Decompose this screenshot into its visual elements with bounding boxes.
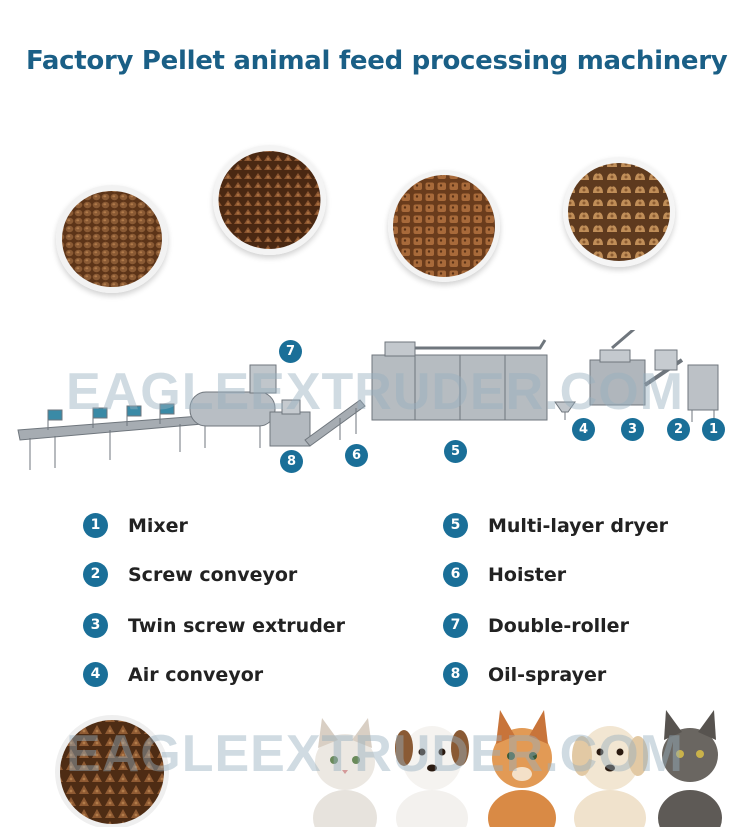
machine-badge-2: 2 bbox=[667, 418, 690, 441]
legend-number: 6 bbox=[443, 562, 468, 587]
legend-number: 3 bbox=[83, 613, 108, 638]
legend-number: 4 bbox=[83, 662, 108, 687]
legend-label: Screw conveyor bbox=[128, 563, 298, 586]
watermark: EAGLEEXTRUDER.COM bbox=[66, 725, 684, 783]
pellet-bowl-icon bbox=[55, 715, 169, 827]
legend-label: Oil-sprayer bbox=[488, 663, 607, 686]
legend-item: 6 Hoister bbox=[443, 562, 566, 587]
puppy-icon bbox=[395, 726, 469, 827]
legend-label: Air conveyor bbox=[128, 663, 264, 686]
legend-item: 2 Screw conveyor bbox=[83, 562, 297, 587]
legend-label: Mixer bbox=[128, 514, 188, 537]
legend-item: 3 Twin screw extruder bbox=[83, 613, 345, 638]
animals-illustration bbox=[55, 710, 722, 827]
legend-label: Double-roller bbox=[488, 614, 629, 637]
legend-item: 5 Multi-layer dryer bbox=[443, 513, 668, 538]
legend-label: Multi-layer dryer bbox=[488, 514, 669, 537]
cat-icon bbox=[313, 718, 377, 827]
legend-item: 1 Mixer bbox=[83, 513, 188, 538]
machine-badge-5: 5 bbox=[444, 440, 467, 463]
machine-badge-1: 1 bbox=[702, 418, 725, 441]
pellet-bowl-icon bbox=[56, 185, 168, 293]
watermark: EAGLEEXTRUDER.COM bbox=[66, 363, 684, 421]
legend-number: 5 bbox=[443, 513, 468, 538]
legend-number: 2 bbox=[83, 562, 108, 587]
cat-icon bbox=[658, 710, 722, 827]
machine-badge-7: 7 bbox=[279, 340, 302, 363]
legend-item: 4 Air conveyor bbox=[83, 662, 263, 687]
page-title: Factory Pellet animal feed processing ma… bbox=[26, 46, 728, 76]
legend-item: 7 Double-roller bbox=[443, 613, 629, 638]
puppy-icon bbox=[572, 726, 648, 827]
pellet-bowl-icon bbox=[388, 170, 500, 282]
pellet-bowl-icon bbox=[563, 157, 675, 267]
machine-badge-3: 3 bbox=[621, 418, 644, 441]
cat-icon bbox=[488, 710, 556, 827]
legend-number: 8 bbox=[443, 662, 468, 687]
legend-number: 7 bbox=[443, 613, 468, 638]
machine-badge-4: 4 bbox=[572, 418, 595, 441]
legend-item: 8 Oil-sprayer bbox=[443, 662, 606, 687]
machine-line-icon bbox=[17, 330, 719, 470]
legend-label: Twin screw extruder bbox=[128, 614, 346, 637]
pellet-bowl-icon bbox=[213, 145, 326, 255]
legend-number: 1 bbox=[83, 513, 108, 538]
machine-badge-8: 8 bbox=[280, 450, 303, 473]
machine-badge-6: 6 bbox=[345, 444, 368, 467]
legend-label: Hoister bbox=[488, 563, 567, 586]
